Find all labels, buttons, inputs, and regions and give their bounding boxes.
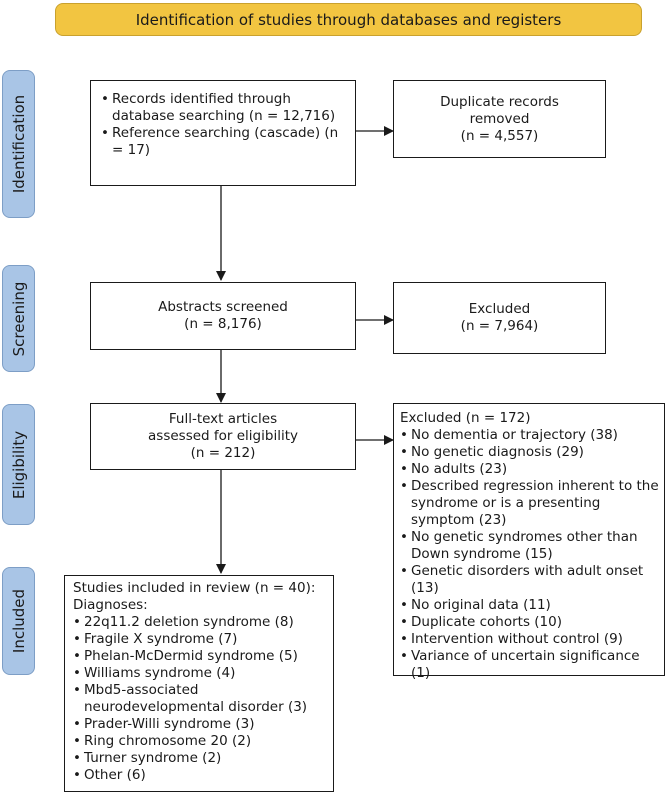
list-item: Ring chromosome 20 (2)	[73, 733, 328, 750]
diagnoses-list: 22q11.2 deletion syndrome (8) Fragile X …	[73, 614, 328, 784]
screened-label: Abstracts screened	[158, 299, 288, 315]
exclusion-reasons-list: No dementia or trajectory (38) No geneti…	[400, 427, 659, 682]
duplicates-count: (n = 4,557)	[460, 127, 539, 144]
fulltext-line: assessed for eligibility	[148, 428, 298, 444]
fulltext-assessed-box: Full-text articles assessed for eligibil…	[90, 403, 356, 470]
phase-identification: Identification	[2, 70, 35, 218]
list-item: Other (6)	[73, 767, 328, 784]
list-item: Mbd5-associated neurodevelopmental disor…	[73, 682, 328, 716]
records-identified-box: Records identified through database sear…	[90, 80, 356, 186]
list-item: Described regression inherent to the syn…	[400, 478, 659, 529]
list-item: No dementia or trajectory (38)	[400, 427, 659, 444]
list-item: No adults (23)	[400, 461, 659, 478]
list-item: No genetic syndromes other than Down syn…	[400, 529, 659, 563]
list-item: Phelan-McDermid syndrome (5)	[73, 648, 328, 665]
screened-count: (n = 8,176)	[184, 316, 262, 332]
list-item: Prader-Willi syndrome (3)	[73, 716, 328, 733]
list-item: Fragile X syndrome (7)	[73, 631, 328, 648]
phase-screening: Screening	[2, 265, 35, 372]
excluded-screening-box: Excluded (n = 7,964)	[393, 282, 606, 354]
header-banner: Identification of studies through databa…	[55, 3, 642, 36]
abstracts-screened-box: Abstracts screened (n = 8,176)	[90, 282, 356, 350]
list-item: Variance of uncertain significance (1)	[400, 648, 659, 682]
excluded-label: Excluded	[468, 301, 531, 317]
list-item: Records identified through database sear…	[101, 91, 347, 125]
list-item: Turner syndrome (2)	[73, 750, 328, 767]
fulltext-line: Full-text articles	[168, 411, 278, 427]
records-list: Records identified through database sear…	[101, 91, 347, 159]
list-item: Genetic disorders with adult onset (13)	[400, 563, 659, 597]
list-item: Intervention without control (9)	[400, 631, 659, 648]
list-item: Reference searching (cascade) (n = 17)	[101, 125, 347, 159]
header-title: Identification of studies through databa…	[135, 10, 562, 29]
included-subtitle: Diagnoses:	[73, 597, 148, 613]
excluded-eligibility-title: Excluded (n = 172)	[400, 410, 531, 426]
list-item: No original data (11)	[400, 597, 659, 614]
included-title: Studies included in review (n = 40):	[73, 580, 316, 596]
phase-included: Included	[2, 567, 35, 675]
studies-included-box: Studies included in review (n = 40): Dia…	[64, 575, 334, 792]
duplicates-line: Duplicate records	[440, 93, 559, 110]
duplicates-removed-box: Duplicate records removed (n = 4,557)	[393, 80, 606, 158]
list-item: 22q11.2 deletion syndrome (8)	[73, 614, 328, 631]
fulltext-count: (n = 212)	[190, 445, 256, 461]
duplicates-line: removed	[469, 110, 530, 127]
phase-eligibility: Eligibility	[2, 404, 35, 525]
excluded-count: (n = 7,964)	[460, 318, 539, 334]
list-item: No genetic diagnosis (29)	[400, 444, 659, 461]
list-item: Duplicate cohorts (10)	[400, 614, 659, 631]
excluded-eligibility-box: Excluded (n = 172) No dementia or trajec…	[393, 403, 665, 681]
list-item: Williams syndrome (4)	[73, 665, 328, 682]
